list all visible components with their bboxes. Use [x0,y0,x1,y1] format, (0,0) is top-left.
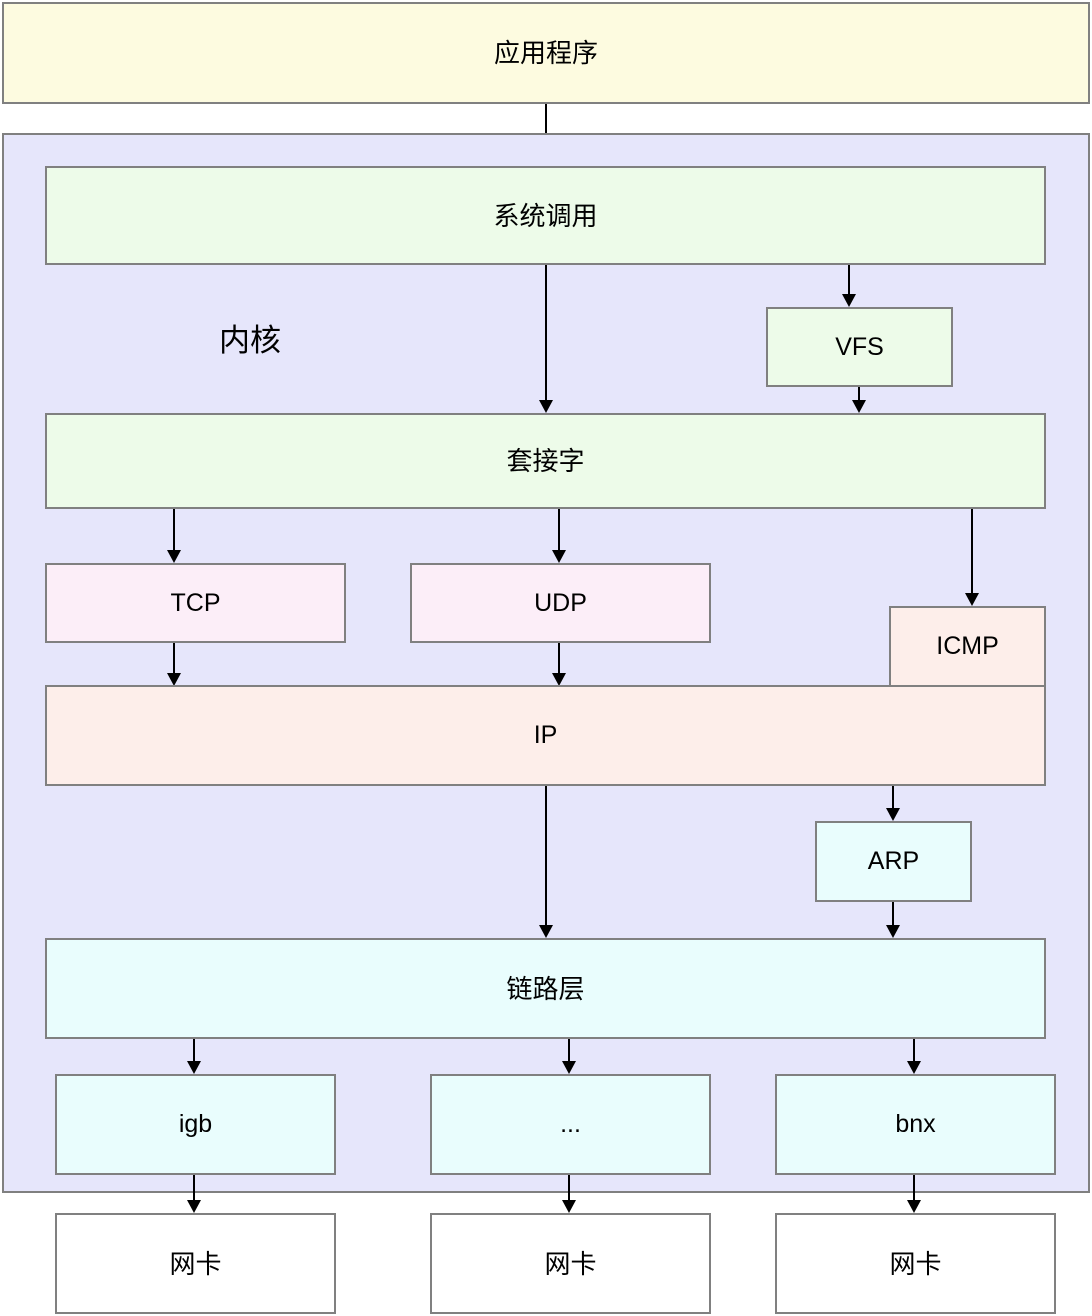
node-udp[interactable]: UDP [410,563,711,643]
node-udp-label: UDP [534,588,587,617]
node-socket[interactable]: 套接字 [45,413,1046,509]
node-syscall[interactable]: 系统调用 [45,166,1046,265]
node-vfs-label: VFS [835,332,884,361]
node-driver-ellipsis-label: ... [560,1110,581,1138]
node-driver-igb-label: igb [178,1110,213,1138]
node-arp-label: ARP [867,847,920,875]
node-nic-right[interactable]: 网卡 [775,1213,1056,1314]
node-application-label: 应用程序 [493,38,598,68]
node-arp[interactable]: ARP [815,821,972,902]
node-icmp[interactable]: ICMP [889,606,1046,687]
node-ip[interactable]: IP [45,685,1046,786]
node-nic-left-label: 网卡 [169,1248,222,1279]
node-driver-bnx[interactable]: bnx [775,1074,1056,1175]
node-icmp-label: ICMP [936,632,999,660]
node-nic-middle-label: 网卡 [544,1248,597,1279]
node-socket-label: 套接字 [506,446,585,476]
node-link-layer-label: 链路层 [506,973,585,1004]
node-driver-bnx-label: bnx [895,1110,936,1138]
node-kernel-label: 内核 [219,323,281,358]
node-ip-label: IP [533,721,558,749]
node-nic-left[interactable]: 网卡 [55,1213,336,1314]
node-driver-ellipsis[interactable]: ... [430,1074,711,1175]
node-tcp-label: TCP [170,588,221,617]
node-nic-right-label: 网卡 [889,1248,942,1279]
node-nic-middle[interactable]: 网卡 [430,1213,711,1314]
node-tcp[interactable]: TCP [45,563,346,643]
node-syscall-label: 系统调用 [493,200,598,231]
node-driver-igb[interactable]: igb [55,1074,336,1175]
node-vfs[interactable]: VFS [766,307,953,387]
node-application[interactable]: 应用程序 [2,2,1090,104]
node-link-layer[interactable]: 链路层 [45,938,1046,1039]
